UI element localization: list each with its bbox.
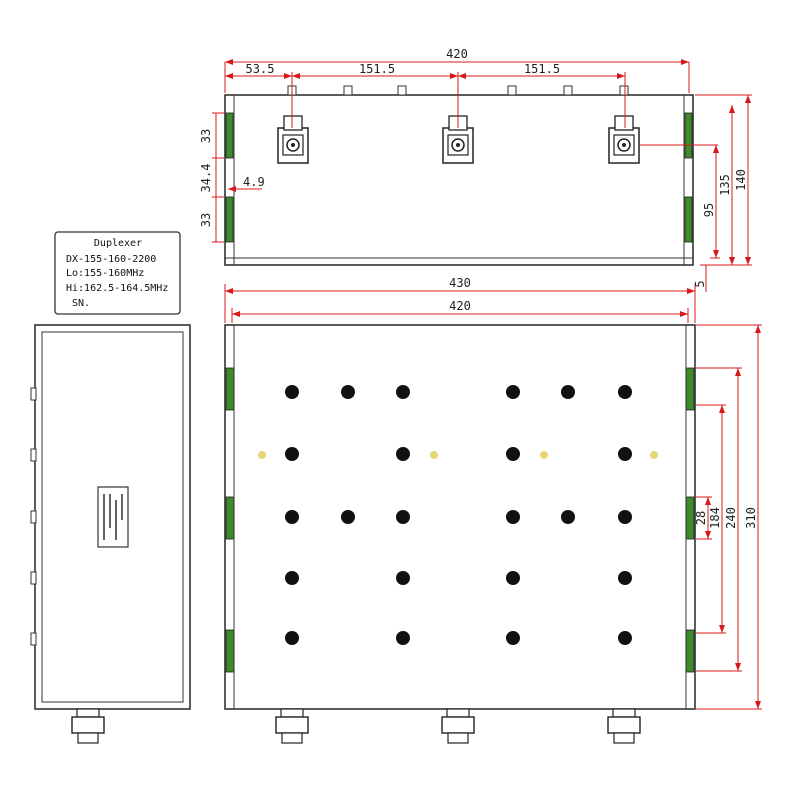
tuning-hole [396, 447, 410, 461]
dim-right-mid: 135 [718, 174, 732, 196]
tuning-hole [506, 571, 520, 585]
dim-right-c: 240 [724, 507, 738, 529]
flange-front-right [685, 367, 695, 411]
tuning-hole [618, 631, 632, 645]
connector-front-left [275, 708, 309, 744]
label-line-3: Hi:162.5-164.5MHz [66, 283, 168, 294]
flange-front-right [685, 629, 695, 673]
tuning-hole [285, 447, 299, 461]
connector-top-left [277, 115, 309, 164]
tuning-hole [561, 385, 575, 399]
flange-left-lower [225, 196, 234, 243]
front-dimension-arrows [225, 288, 761, 709]
tuning-hole [506, 510, 520, 524]
tuning-hole [396, 385, 410, 399]
dim-right-a: 28 [694, 511, 708, 525]
yellow-marker [540, 451, 548, 459]
label-box: Duplexer DX-155-160-2200 Lo:155-160MHz H… [54, 231, 181, 315]
dim-spacing-2: 151.5 [359, 62, 395, 76]
tuning-hole [506, 385, 520, 399]
flange-front-left [225, 496, 235, 540]
dim-spacing-3: 151.5 [524, 62, 560, 76]
tuning-hole [561, 510, 575, 524]
dim-left-small: 4.9 [243, 175, 265, 189]
tuning-screw [343, 85, 353, 96]
tuning-hole [341, 510, 355, 524]
top-dimensions [212, 61, 752, 292]
top-dimension-arrows [225, 59, 751, 265]
flange-right-lower [684, 196, 693, 243]
side-screw [30, 571, 37, 585]
dim-overall-width: 420 [446, 47, 468, 61]
front-view: 430 420 28 184 240 310 [224, 276, 762, 744]
dim-left-b: 34.4 [199, 164, 213, 193]
tuning-hole [396, 571, 410, 585]
flange-right-upper [684, 112, 693, 159]
tuning-screw [397, 85, 407, 96]
tuning-hole [285, 510, 299, 524]
tuning-hole [285, 631, 299, 645]
connector-front-center [441, 708, 475, 744]
label-line-2: Lo:155-160MHz [66, 268, 144, 279]
tuning-hole [506, 447, 520, 461]
connector-front-right [607, 708, 641, 744]
tuning-hole [285, 385, 299, 399]
dim-right-outer: 140 [734, 169, 748, 191]
side-view [30, 324, 191, 744]
yellow-marker [650, 451, 658, 459]
side-screw [30, 448, 37, 462]
tuning-screw [619, 85, 629, 96]
tuning-hole [285, 571, 299, 585]
yellow-marker [258, 451, 266, 459]
dim-left-a: 33 [199, 129, 213, 143]
dim-spacing-1: 53.5 [246, 62, 275, 76]
tuning-hole [341, 385, 355, 399]
side-label-text-marks [103, 494, 123, 540]
flange-front-left [225, 629, 235, 673]
tuning-hole [618, 447, 632, 461]
yellow-marker [430, 451, 438, 459]
tuning-holes [285, 385, 632, 645]
label-line-1: DX-155-160-2200 [66, 254, 156, 265]
tuning-screw [563, 85, 573, 96]
side-screw [30, 510, 37, 524]
connector-top-center [442, 115, 474, 164]
dim-width-inner: 420 [449, 299, 471, 313]
tuning-hole [506, 631, 520, 645]
dim-width-outer: 430 [449, 276, 471, 290]
tuning-screw [507, 85, 517, 96]
label-line-4: SN. [72, 298, 90, 309]
dim-bottom-gap: 5 [693, 280, 707, 287]
connector-side [71, 708, 105, 744]
yellow-markers [258, 451, 658, 459]
side-screw [30, 632, 37, 646]
tuning-hole [618, 510, 632, 524]
flange-left-upper [225, 112, 234, 159]
side-label-plate [97, 486, 129, 548]
label-title: Duplexer [94, 238, 142, 249]
dim-right-d: 310 [744, 507, 758, 529]
front-view-body [224, 324, 696, 710]
connector-top-right [608, 115, 640, 164]
tuning-hole [396, 510, 410, 524]
tuning-hole [618, 571, 632, 585]
side-screw [30, 387, 37, 401]
top-view: 420 53.5 151.5 151.5 33 34.4 33 4.9 95 1… [199, 47, 752, 292]
tuning-hole [396, 631, 410, 645]
dim-right-b: 184 [708, 507, 722, 529]
dim-left-c: 33 [199, 213, 213, 227]
flange-front-right [685, 496, 695, 540]
tuning-hole [618, 385, 632, 399]
dim-right-connector: 95 [702, 203, 716, 217]
flange-front-left [225, 367, 235, 411]
